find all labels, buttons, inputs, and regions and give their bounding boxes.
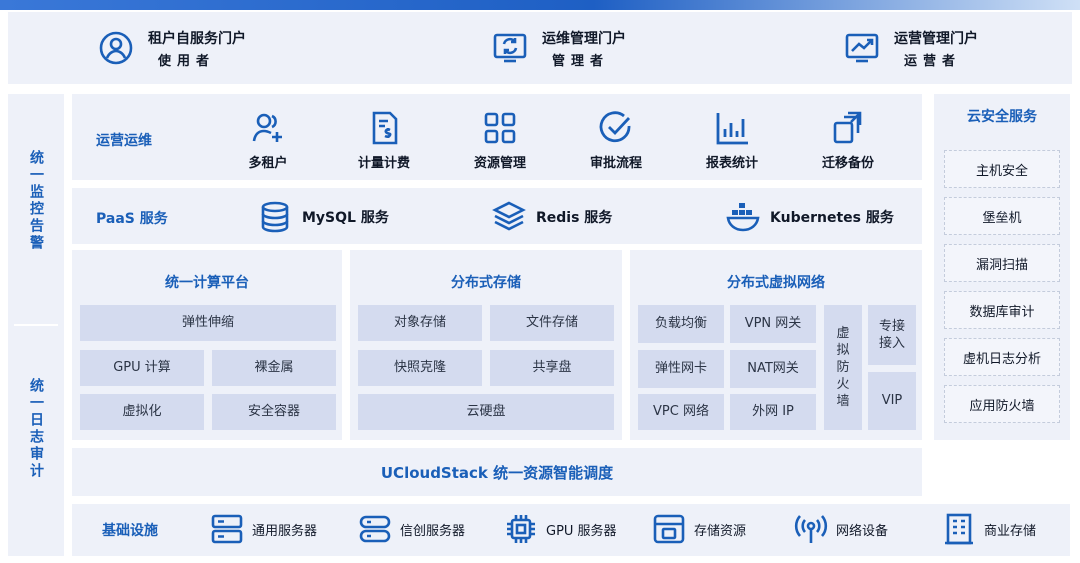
sec-item-waf[interactable]: 应用防火墙 [944, 385, 1060, 423]
sec-item-host-security[interactable]: 主机安全 [944, 150, 1060, 188]
cell-secure-container[interactable]: 安全容器 [212, 394, 336, 430]
top-accent-bar [0, 0, 1080, 10]
portal-role: 使用者 [158, 53, 216, 69]
scheduler-panel [72, 448, 922, 496]
storage-icon [652, 512, 686, 546]
portal-ops[interactable]: 运维管理门户 管理者 [492, 12, 626, 84]
infra-item-label: 信创服务器 [400, 523, 466, 539]
storage-title: 分布式存储 [451, 275, 521, 291]
infra-item-network-device[interactable]: 网络设备 [794, 512, 888, 546]
billing-doc-icon [366, 110, 402, 146]
users-add-icon [250, 110, 286, 146]
ops-item-migration[interactable]: 迁移备份 [808, 110, 888, 171]
sec-item-db-audit[interactable]: 数据库审计 [944, 291, 1060, 329]
cell-cloud-disk[interactable]: 云硬盘 [358, 394, 614, 430]
network-title: 分布式虚拟网络 [727, 275, 825, 291]
monitor-alert-label: 统一监控告警 [28, 150, 44, 252]
portal-operation[interactable]: 运营管理门户 运营者 [844, 12, 978, 84]
infra-item-label: 网络设备 [836, 523, 889, 539]
log-audit-label: 统一日志审计 [28, 378, 44, 480]
paas-row-label: PaaS 服务 [96, 211, 168, 227]
infra-item-storage-resource[interactable]: 存储资源 [652, 512, 746, 546]
cell-vpc-network[interactable]: VPC 网络 [638, 394, 724, 430]
paas-item-kubernetes[interactable]: Kubernetes 服务 [726, 200, 894, 234]
ops-item-multi-tenant[interactable]: 多租户 [228, 110, 308, 171]
cell-virtual-firewall[interactable]: 虚拟防火墙 [824, 305, 862, 430]
building-icon [942, 512, 976, 546]
security-title: 云安全服务 [967, 109, 1037, 125]
infra-item-label: 通用服务器 [252, 523, 318, 539]
user-circle-icon [98, 30, 134, 66]
antenna-icon [794, 512, 828, 546]
paas-item-label: Kubernetes 服务 [770, 210, 894, 226]
cell-vip[interactable]: VIP [868, 372, 916, 430]
cell-shared-disk[interactable]: 共享盘 [490, 350, 614, 386]
cell-elastic-nic[interactable]: 弹性网卡 [638, 350, 724, 388]
ops-item-label: 报表统计 [705, 156, 758, 171]
cell-elastic-scaling[interactable]: 弹性伸缩 [80, 305, 336, 341]
sec-item-vuln-scan[interactable]: 漏洞扫描 [944, 244, 1060, 282]
infra-row-label: 基础设施 [102, 523, 158, 539]
paas-item-redis[interactable]: Redis 服务 [492, 200, 612, 234]
portal-title: 运维管理门户 [542, 30, 626, 47]
cell-bare-metal[interactable]: 裸金属 [212, 350, 336, 386]
cell-snapshot-clone[interactable]: 快照克隆 [358, 350, 482, 386]
monitor-alert-block[interactable]: 统一监控告警 [8, 150, 64, 252]
compute-title: 统一计算平台 [165, 275, 249, 291]
ops-item-label: 多租户 [248, 156, 288, 171]
cell-gpu-compute[interactable]: GPU 计算 [80, 350, 204, 386]
cell-object-storage[interactable]: 对象存储 [358, 305, 482, 341]
containers-icon [726, 200, 760, 234]
server-icon [210, 512, 244, 546]
infra-item-label: 存储资源 [694, 523, 747, 539]
cell-external-ip[interactable]: 外网 IP [730, 394, 816, 430]
ops-item-reports[interactable]: 报表统计 [692, 110, 772, 171]
grid-icon [482, 110, 518, 146]
cell-virtualization[interactable]: 虚拟化 [80, 394, 204, 430]
left-sidebar: 统一监控告警 统一日志审计 [8, 94, 64, 556]
ops-item-label: 计量计费 [357, 156, 410, 171]
server-alt-icon [358, 512, 392, 546]
ops-item-billing[interactable]: 计量计费 [344, 110, 424, 171]
sec-item-bastion[interactable]: 堡垒机 [944, 197, 1060, 235]
infra-item-commercial-storage[interactable]: 商业存储 [942, 512, 1036, 546]
portal-title: 运营管理门户 [894, 30, 978, 47]
paas-item-mysql[interactable]: MySQL 服务 [258, 200, 389, 234]
infra-item-general-server[interactable]: 通用服务器 [210, 512, 317, 546]
ops-row-label: 运营运维 [96, 133, 152, 149]
ops-item-approval[interactable]: 审批流程 [576, 110, 656, 171]
portal-bar: 租户自服务门户 使用者 运维管理门户 管理者 运营管理门户 运营者 [8, 12, 1072, 84]
ops-item-label: 迁移备份 [821, 156, 874, 171]
cell-nat-gateway[interactable]: NAT网关 [730, 350, 816, 388]
paas-item-label: Redis 服务 [536, 210, 613, 226]
cell-file-storage[interactable]: 文件存储 [490, 305, 614, 341]
ops-item-label: 资源管理 [473, 156, 526, 171]
layers-icon [492, 200, 526, 234]
log-audit-block[interactable]: 统一日志审计 [8, 378, 64, 480]
scheduler-label: UCloudStack 统一资源智能调度 [380, 464, 614, 482]
monitor-sync-icon [492, 30, 528, 66]
cell-dedicated-access[interactable]: 专接接入 [868, 305, 916, 365]
migrate-icon [830, 110, 866, 146]
infra-item-gpu-server[interactable]: GPU 服务器 [504, 512, 617, 546]
check-circle-icon [598, 110, 634, 146]
sec-item-vm-log-analysis[interactable]: 虚机日志分析 [944, 338, 1060, 376]
portal-tenant[interactable]: 租户自服务门户 使用者 [98, 12, 246, 84]
sidebar-divider [14, 324, 58, 326]
infra-item-label: GPU 服务器 [546, 523, 617, 539]
cell-vpn-gateway[interactable]: VPN 网关 [730, 305, 816, 343]
portal-role: 管理者 [552, 53, 610, 69]
infra-item-xinchuang-server[interactable]: 信创服务器 [358, 512, 465, 546]
ops-item-label: 审批流程 [589, 156, 642, 171]
portal-title: 租户自服务门户 [148, 30, 246, 47]
infra-item-label: 商业存储 [984, 523, 1037, 539]
paas-item-label: MySQL 服务 [302, 210, 389, 226]
bar-chart-icon [714, 110, 750, 146]
database-icon [258, 200, 292, 234]
portal-role: 运营者 [904, 53, 962, 69]
chip-icon [504, 512, 538, 546]
ops-item-resource[interactable]: 资源管理 [460, 110, 540, 171]
monitor-chart-icon [844, 30, 880, 66]
cell-load-balancer[interactable]: 负载均衡 [638, 305, 724, 343]
